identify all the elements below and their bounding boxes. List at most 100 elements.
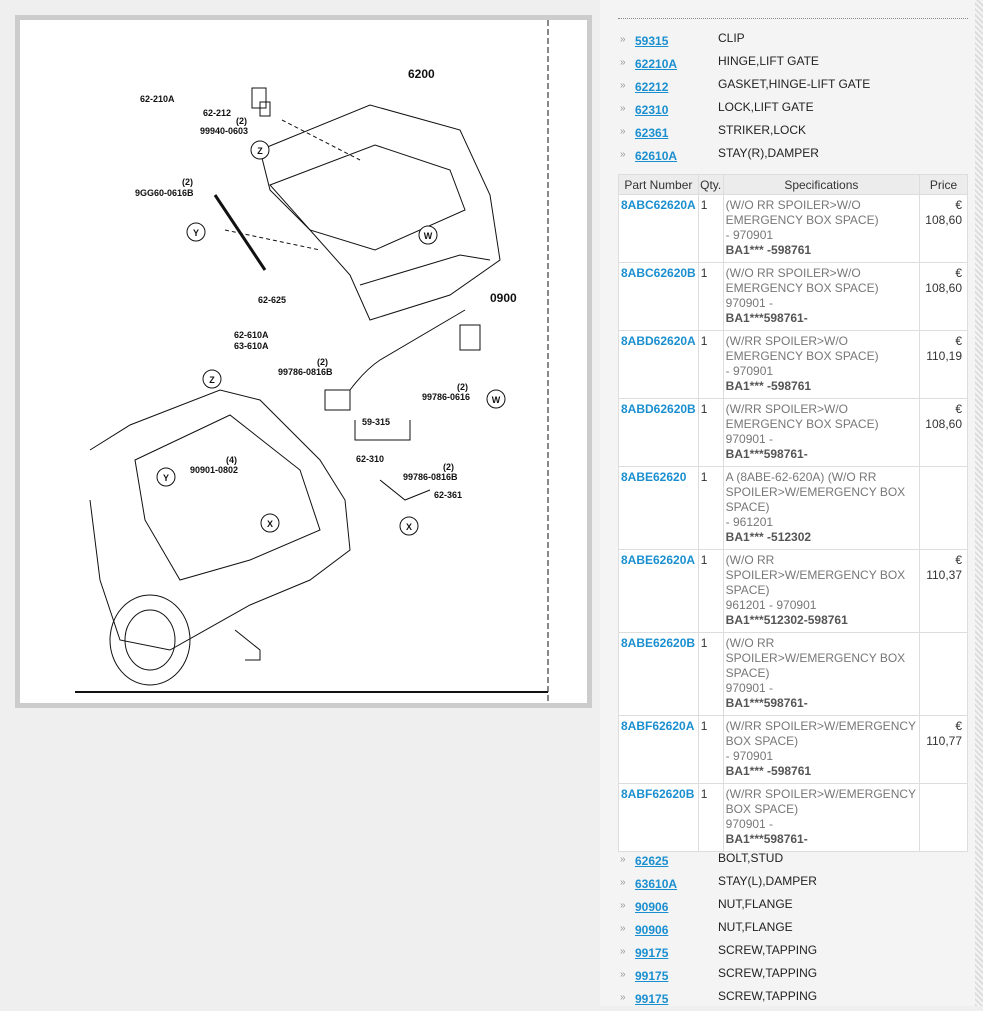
- table-row: 8ABC62620B 1 (W/O RR SPOILER>W/O EMERGEN…: [618, 262, 968, 331]
- parts-list-top: » 59315 CLIP » 62210A HINGE,LIFT GATE » 62212 GA…: [618, 30, 968, 168]
- part-list-item: » 62610A STAY(R),DAMPER: [618, 145, 968, 168]
- callout: 62-212: [203, 108, 231, 118]
- double-chevron-icon: »: [620, 854, 626, 865]
- table-row: 8ABD62620B 1 (W/RR SPOILER>W/O EMERGENCY…: [618, 398, 968, 467]
- part-number-link[interactable]: 8ABE62620: [618, 466, 699, 550]
- col-price: Price: [919, 174, 968, 195]
- svg-text:Y: Y: [193, 228, 199, 238]
- double-chevron-icon: »: [620, 900, 626, 911]
- double-chevron-icon: »: [620, 877, 626, 888]
- part-number-link[interactable]: 8ABE62620A: [618, 549, 699, 633]
- price-value: 110,37: [926, 568, 962, 582]
- date-range: 961201 - 970901: [725, 598, 817, 612]
- callout: (4): [226, 455, 237, 465]
- double-chevron-icon: »: [620, 969, 626, 980]
- double-chevron-icon: »: [620, 103, 626, 114]
- part-list-item: » 99175 SCREW,TAPPING: [618, 965, 968, 988]
- price: €108,60: [919, 398, 968, 467]
- part-number-link[interactable]: 90906: [635, 923, 669, 937]
- serial-range: BA1***512302-598761: [725, 613, 848, 627]
- part-number-link[interactable]: 99175: [635, 992, 669, 1006]
- price: [919, 466, 968, 550]
- part-number-link[interactable]: 8ABD62620B: [618, 398, 699, 467]
- table-row: 8ABF62620A 1 (W/RR SPOILER>W/EMERGENCY B…: [618, 715, 968, 784]
- callout: (2): [182, 177, 193, 187]
- part-description: BOLT,STUD: [718, 851, 784, 865]
- double-chevron-icon: »: [620, 126, 626, 137]
- price: [919, 632, 968, 716]
- specification: A (8ABE-62-620A) (W/O RR SPOILER>W/EMERG…: [722, 466, 921, 550]
- price-value: 110,77: [926, 734, 962, 748]
- svg-text:W: W: [424, 231, 433, 241]
- spec-text: (W/RR SPOILER>W/O EMERGENCY BOX SPACE): [725, 334, 879, 363]
- qty: 1: [697, 262, 724, 331]
- part-description: HINGE,LIFT GATE: [718, 54, 819, 68]
- double-chevron-icon: »: [620, 149, 626, 160]
- scrollbar[interactable]: [975, 0, 983, 1006]
- part-description: SCREW,TAPPING: [718, 966, 818, 980]
- spec-text: (W/RR SPOILER>W/EMERGENCY BOX SPACE): [725, 719, 916, 748]
- currency: €: [955, 402, 962, 416]
- currency: €: [955, 553, 962, 567]
- variants-table: Part Number Qty. Specifications Price 8A…: [618, 174, 968, 852]
- svg-text:W: W: [492, 395, 501, 405]
- price: €108,60: [919, 194, 968, 263]
- part-description: STAY(R),DAMPER: [718, 146, 819, 160]
- parts-diagram-drawing: 62-210A 62-212 99940-0603 (2) 6200 9GG60…: [75, 20, 549, 703]
- callout: 63-610A: [234, 341, 269, 351]
- double-chevron-icon: »: [620, 57, 626, 68]
- callout: 99940-0603: [200, 126, 248, 136]
- part-number-link[interactable]: 62610A: [635, 149, 678, 163]
- table-row: 8ABC62620A 1 (W/O RR SPOILER>W/O EMERGEN…: [618, 194, 968, 263]
- callout: 62-310: [356, 454, 384, 464]
- spec-text: (W/O RR SPOILER>W/EMERGENCY BOX SPACE): [725, 636, 906, 680]
- price: €110,37: [919, 549, 968, 633]
- part-number-link[interactable]: 99175: [635, 946, 669, 960]
- serial-range: BA1*** -598761: [725, 379, 812, 393]
- col-part-number: Part Number: [618, 174, 699, 195]
- part-number-link[interactable]: 8ABE62620B: [618, 632, 699, 716]
- spec-text: (W/RR SPOILER>W/EMERGENCY BOX SPACE): [725, 787, 916, 816]
- double-chevron-icon: »: [620, 992, 626, 1003]
- table-row: 8ABF62620B 1 (W/RR SPOILER>W/EMERGENCY B…: [618, 783, 968, 852]
- svg-text:Z: Z: [209, 375, 215, 385]
- part-number-link[interactable]: 8ABF62620A: [618, 715, 699, 784]
- specification: (W/O RR SPOILER>W/O EMERGENCY BOX SPACE)…: [722, 194, 921, 263]
- callout: 62-361: [434, 490, 462, 500]
- part-number-link[interactable]: 62361: [635, 126, 669, 140]
- svg-text:X: X: [406, 522, 412, 532]
- part-number-link[interactable]: 99175: [635, 969, 669, 983]
- parts-list-bottom: » 62625 BOLT,STUD » 63610A STAY(L),DAMPER » 909…: [618, 850, 968, 1011]
- date-range: 970901 -: [725, 432, 774, 446]
- part-number-link[interactable]: 62212: [635, 80, 669, 94]
- qty: 1: [697, 549, 724, 633]
- serial-range: BA1*** -512302: [725, 530, 812, 544]
- callout: (2): [317, 357, 328, 367]
- parts-diagram[interactable]: 62-210A 62-212 99940-0603 (2) 6200 9GG60…: [20, 20, 587, 703]
- callout: 99786-0816B: [403, 472, 458, 482]
- date-range: 970901 -: [725, 296, 774, 310]
- part-number-link[interactable]: 8ABF62620B: [618, 783, 699, 852]
- part-number-link[interactable]: 90906: [635, 900, 669, 914]
- double-chevron-icon: »: [620, 34, 626, 45]
- part-description: GASKET,HINGE-LIFT GATE: [718, 77, 871, 91]
- serial-range: BA1***598761-: [725, 696, 808, 710]
- part-number-link[interactable]: 62625: [635, 854, 669, 868]
- part-number-link[interactable]: 62210A: [635, 57, 678, 71]
- part-number-link[interactable]: 8ABD62620A: [618, 330, 699, 399]
- part-number-link[interactable]: 62310: [635, 103, 669, 117]
- callout: 62-610A: [234, 330, 269, 340]
- col-specifications: Specifications: [722, 174, 921, 195]
- price-value: 108,60: [925, 281, 962, 295]
- part-description: STAY(L),DAMPER: [718, 874, 817, 888]
- specification: (W/RR SPOILER>W/EMERGENCY BOX SPACE)9709…: [722, 783, 921, 852]
- part-number-link[interactable]: 8ABC62620A: [618, 194, 699, 263]
- price: €110,77: [919, 715, 968, 784]
- part-number-link[interactable]: 63610A: [635, 877, 678, 891]
- part-description: CLIP: [718, 31, 745, 45]
- part-number-link[interactable]: 8ABC62620B: [618, 262, 699, 331]
- part-number-link[interactable]: 59315: [635, 34, 669, 48]
